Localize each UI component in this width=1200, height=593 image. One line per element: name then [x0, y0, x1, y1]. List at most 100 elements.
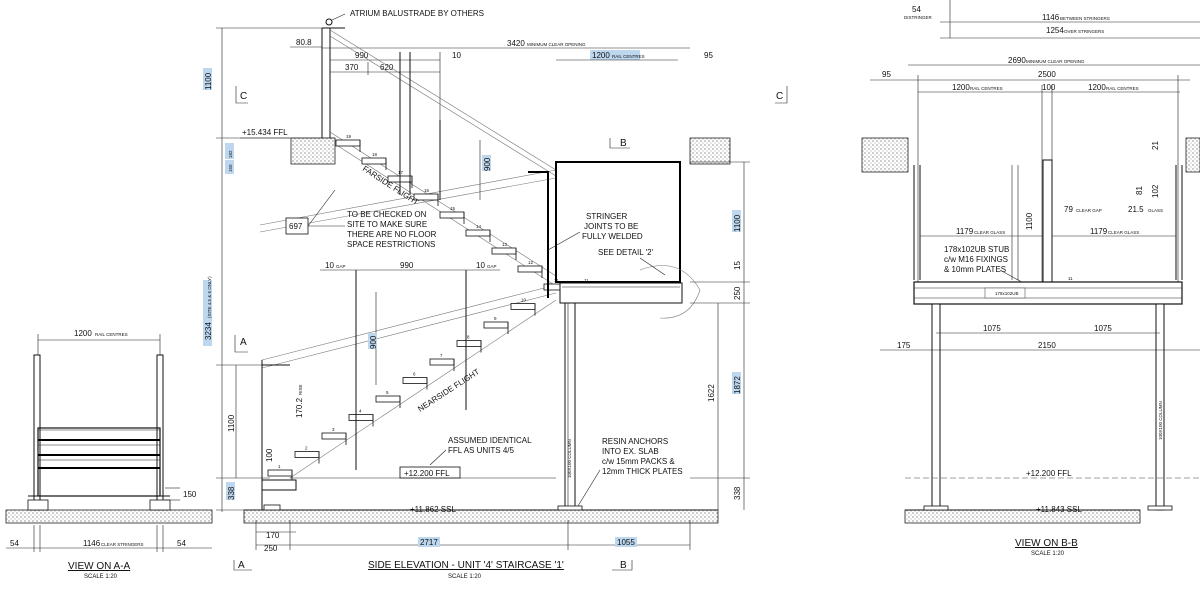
- side-gap-note-a: GAP: [336, 264, 346, 269]
- bb-left-column: [931, 303, 941, 511]
- side-dim-1702-note: RISE: [298, 384, 303, 395]
- bb-dim-1146: 1146: [1042, 13, 1060, 22]
- side-nearside-label: NEARSIDE FLIGHT: [416, 367, 481, 414]
- side-note-resin-1: RESIN ANCHORS: [602, 437, 668, 446]
- aa-dim-clear-note: CLEAR STRINGERS: [101, 542, 144, 547]
- stair-tread: [294, 451, 320, 458]
- stair-tread: [465, 229, 491, 237]
- side-note-stringer-2: JOINTS TO BE: [584, 222, 638, 231]
- side-dim-10-top: 10: [452, 51, 461, 60]
- side-dim-1100-bot: 1100: [227, 414, 236, 432]
- aa-stringer-frame: [37, 427, 161, 497]
- side-note-resin-3: c/w 15mm PACKS &: [602, 457, 675, 466]
- stair-tread: [456, 340, 482, 347]
- side-section-b-bottom: B: [620, 560, 627, 571]
- side-dim-1200-note: RAIL CENTRES: [612, 54, 645, 59]
- side-section-c-left: C: [240, 91, 247, 102]
- aa-dim-clear: 1146: [83, 539, 101, 548]
- bb-dim-2690-note: MINIMUM CLEAR OPENING: [1026, 59, 1085, 64]
- side-section-a-mid: A: [240, 337, 247, 348]
- side-dim-338-left: 338: [227, 486, 236, 500]
- stair-tread: [402, 377, 428, 384]
- side-elevation: 1100 3234 (SITE 4.5 & 6 ONLY) 1100 338 A…: [203, 9, 788, 580]
- side-dim-250-bottom: 250: [264, 544, 278, 553]
- side-note-resin-4: 12mm THICK PLATES: [602, 467, 683, 476]
- bb-dim-79: 79: [1064, 205, 1073, 214]
- side-dim-170: 170: [266, 531, 280, 540]
- bb-glass-note: GLASS: [1148, 208, 1163, 213]
- side-dim-1100-right: 1100: [733, 214, 742, 232]
- side-landing-beam: [559, 282, 683, 304]
- side-dim-1702: 170.2: [295, 397, 304, 418]
- side-gap-990: 990: [400, 261, 414, 270]
- side-note-check-3: THERE ARE NO FLOOR: [347, 230, 437, 239]
- bb-dim-215: 21.5: [1128, 205, 1144, 214]
- side-dim-1200: 1200: [592, 51, 610, 60]
- aa-scale: SCALE 1:20: [84, 574, 118, 580]
- step-number: 19: [346, 134, 352, 139]
- side-dim-95: 95: [704, 51, 713, 60]
- side-note-assumed-2: FFL AS UNITS 4/5: [448, 446, 514, 455]
- bb-stub-label: 178x102UB: [995, 291, 1019, 296]
- side-gap-note-b: GAP: [487, 264, 497, 269]
- bb-landing-beam: [913, 281, 1183, 305]
- stair-tread: [321, 432, 347, 440]
- step-number: 3: [332, 427, 335, 432]
- side-note-check-4: SPACE RESTRICTIONS: [347, 240, 435, 249]
- step-number: 6: [413, 372, 416, 377]
- side-dim-100: 100: [265, 448, 274, 462]
- side-dim-1100-top: 1100: [204, 72, 213, 90]
- step-number: 1: [278, 464, 281, 469]
- side-dim-250-right: 250: [733, 286, 742, 300]
- step-number: 16: [424, 188, 430, 193]
- stair-tread: [335, 139, 361, 147]
- side-ssl: +11.862 SSL: [410, 505, 456, 514]
- side-ffl-bottom: +12.200 FFL: [404, 469, 450, 478]
- bb-dim-21: 21: [1151, 141, 1160, 150]
- aa-dim-left: 54: [10, 539, 19, 548]
- side-dim-3420: 3420: [507, 39, 525, 48]
- step-number: 10: [521, 298, 527, 303]
- step-number: 2: [305, 446, 308, 451]
- side-dim-338-right: 338: [733, 486, 742, 500]
- bb-dim-11: 11: [1068, 276, 1073, 281]
- step-number: 18: [372, 152, 378, 157]
- bb-note-stub-3: & 10mm PLATES: [944, 265, 1006, 274]
- side-dim-3234-note: (SITE 4.5 & 6 ONLY): [207, 276, 212, 318]
- bb-dim-1179a: 1179: [956, 227, 974, 236]
- bb-dim-2150: 2150: [1038, 341, 1056, 350]
- step-number: 17: [398, 170, 404, 175]
- side-note-stringer-1: STRINGER: [586, 212, 628, 221]
- stair-tread: [348, 414, 374, 421]
- stair-tread: [483, 321, 509, 329]
- stair-tread: [439, 211, 465, 219]
- bb-dim-1200b: 1200: [1088, 83, 1106, 92]
- side-note-stringer-3: FULLY WELDED: [582, 232, 643, 241]
- bb-clear-glass-a: CLEAR GLASS: [974, 230, 1005, 235]
- stair-tread: [267, 469, 293, 477]
- side-note-detail: SEE DETAIL '2': [598, 248, 654, 257]
- step-number: 7: [440, 353, 443, 358]
- bb-clear-glass-b: CLEAR GLASS: [1108, 230, 1139, 235]
- side-note-check-1: TO BE CHECKED ON: [347, 210, 427, 219]
- side-section-b-top: B: [620, 138, 627, 149]
- bb-dim-1254: 1254: [1046, 26, 1064, 35]
- bb-note-stub-1: 178x102UB STUB: [944, 245, 1009, 254]
- side-dim-900-lower: 900: [369, 335, 378, 349]
- side-detail-cloud: [639, 265, 701, 319]
- side-dim-3420-note: MINIMUM CLEAR OPENING: [527, 42, 586, 47]
- bb-dim-1254-note: OVER STRINGERS: [1064, 29, 1104, 34]
- side-floor-slab: [243, 509, 719, 524]
- side-scale: SCALE 1:20: [448, 574, 482, 580]
- bb-rail-note-b: RAIL CENTRES: [1106, 86, 1139, 91]
- bb-centre-post: [1042, 159, 1053, 301]
- side-top-slab: [290, 137, 336, 165]
- bb-clear-gap-note: CLEAR GAP: [1076, 208, 1102, 213]
- stair-tread: [510, 303, 536, 310]
- side-section-c-right: C: [776, 91, 783, 102]
- bb-dim-1075a: 1075: [983, 324, 1001, 333]
- side-box-697: 697: [289, 222, 303, 231]
- side-dim-900-upper: 900: [483, 157, 492, 171]
- step-number: 8: [467, 335, 470, 340]
